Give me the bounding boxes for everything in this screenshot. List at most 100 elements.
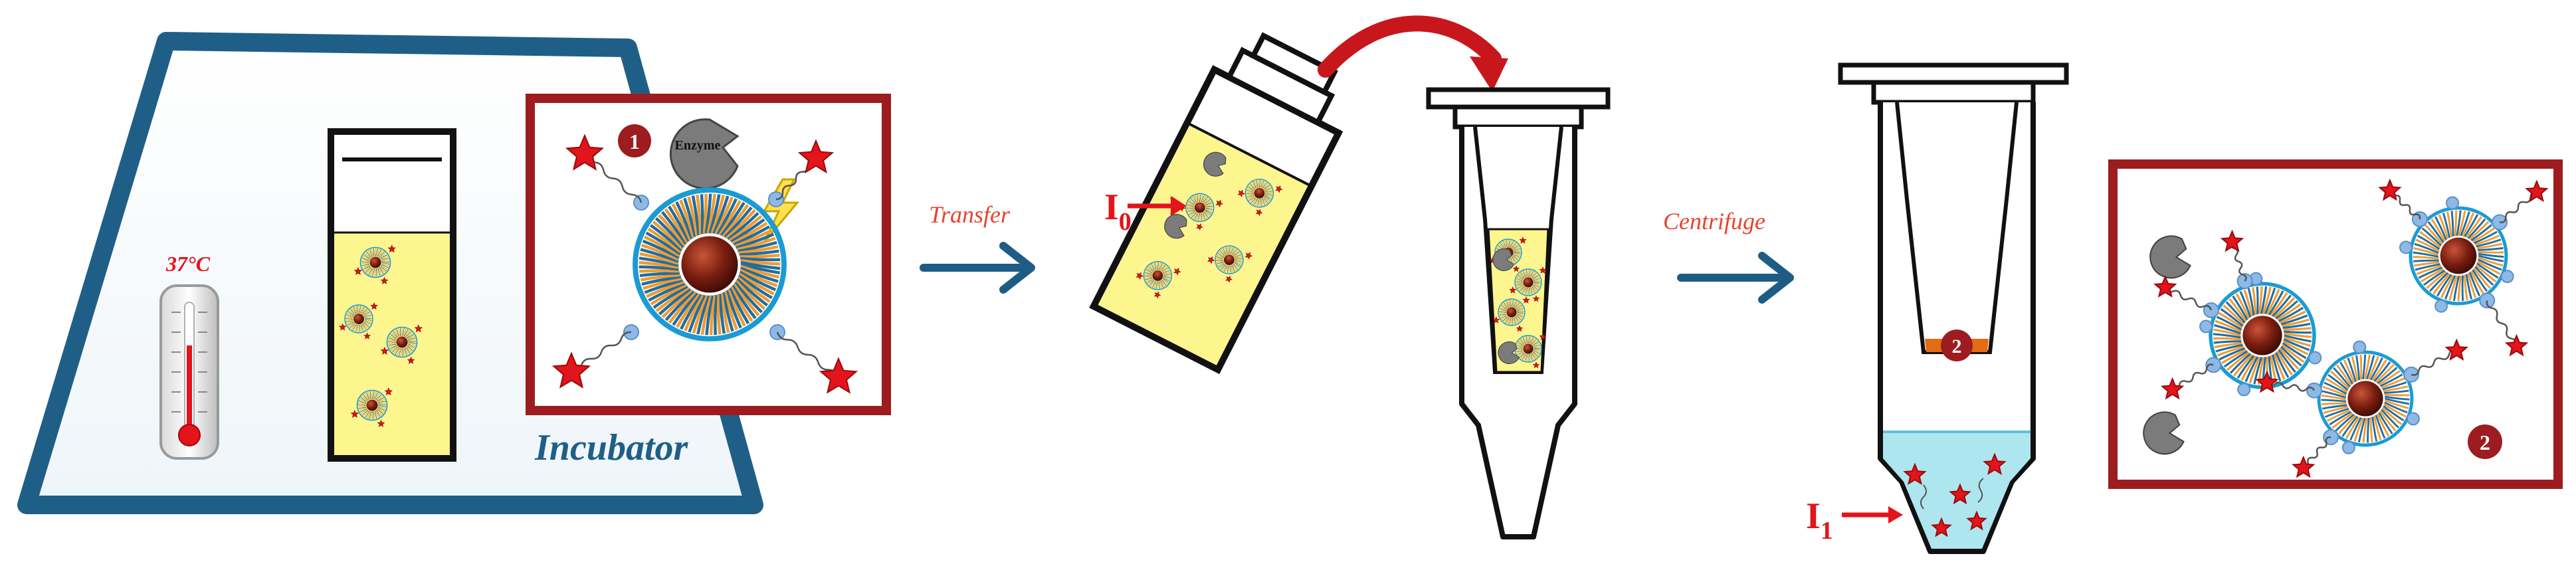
transfer-arrow [920, 242, 1035, 294]
star-icon [1931, 517, 1952, 537]
star-icon [387, 244, 396, 253]
temperature-label: 37°C [165, 252, 211, 276]
star-icon [2153, 275, 2177, 298]
star-icon [819, 357, 858, 394]
star-icon [1522, 296, 1530, 304]
nanoparticle-large [633, 187, 787, 341]
star-icon [2292, 455, 2316, 478]
inset-right: 2 [2108, 159, 2563, 489]
nanoparticle-small [353, 244, 396, 284]
nanoparticle-small [1177, 193, 1224, 231]
star-icon [1225, 275, 1233, 283]
star-icon [1215, 199, 1224, 208]
enzyme-icon [2149, 235, 2191, 279]
nanoparticle-small [350, 387, 393, 427]
centrifuge-label: Centrifuge [1663, 208, 1765, 235]
enzyme-icon [2143, 411, 2185, 455]
star-icon [2378, 178, 2402, 201]
star-icon [1237, 189, 1246, 198]
star-icon [1255, 209, 1263, 217]
star-icon [1207, 256, 1215, 264]
star-icon [1532, 361, 1540, 369]
enzyme-icon [1203, 151, 1227, 177]
enzyme-group [1164, 214, 1187, 239]
nanoparticle-small [1237, 179, 1283, 217]
i0-subscript: 0 [1119, 208, 1132, 236]
star-icon [1153, 291, 1161, 299]
star-icon [380, 346, 389, 355]
star-icon [551, 351, 591, 389]
star-icon [2255, 370, 2279, 393]
centrifuge-arrow [1677, 252, 1794, 304]
svg-text:I1: I1 [1806, 496, 1833, 545]
star-icon [1949, 483, 1971, 505]
step-badge-2-pellet [1941, 330, 1973, 361]
star-icon [338, 323, 347, 331]
star-icon [1532, 295, 1540, 302]
star-icon [2444, 338, 2468, 361]
star-icon [1983, 452, 2007, 476]
star-icon [1136, 272, 1144, 280]
tilted-tube [1089, 32, 1343, 375]
pour-arrow-head [1470, 56, 1508, 92]
star-icon [2220, 229, 2244, 252]
star-icon [370, 302, 378, 310]
centrifuge-tube-2: 2 [1838, 62, 2069, 554]
nanoparticle-small [1492, 296, 1530, 332]
pour-arrow [1318, 15, 1502, 78]
step-badge-2-pellet-text: 2 [1952, 335, 1962, 357]
step-badge-1-text: 1 [629, 130, 640, 153]
star-icon [2504, 333, 2529, 357]
nanoparticle-small [380, 324, 423, 364]
star-icon [1173, 268, 1181, 276]
star-icon [1492, 316, 1500, 324]
star-icon [1539, 333, 1547, 340]
thermometer: 37°C [159, 252, 219, 460]
nanoparticle-small [1207, 245, 1253, 283]
step-badge-2-text: 2 [2480, 430, 2490, 454]
star-icon [1512, 265, 1520, 272]
centrifuge-tube-1 [1426, 87, 1611, 539]
step-badge-2 [2468, 425, 2502, 459]
enzyme-group [1492, 248, 1515, 271]
enzyme-label: Enzyme [675, 138, 721, 153]
nanoparticle-small [338, 302, 378, 339]
enzyme-group [1203, 151, 1227, 177]
star-icon [377, 419, 385, 427]
star-icon [1539, 266, 1547, 274]
nanoparticle-small [1509, 266, 1547, 302]
enzyme-group [2143, 411, 2185, 455]
i0-label: I [1104, 187, 1119, 228]
incubator-label: Incubator [534, 427, 688, 468]
svg-text:I0: I0 [1104, 187, 1132, 236]
cuvette [328, 128, 456, 462]
cuvette-solution [334, 233, 450, 455]
star-icon [1244, 252, 1253, 260]
nanoparticle-small [1509, 333, 1547, 369]
star-icon [380, 276, 389, 284]
star-icon [1196, 223, 1203, 231]
star-icon [1509, 286, 1517, 294]
nanoparticle-cleaved [2307, 340, 2420, 454]
nanoparticle-cleaved [2399, 196, 2514, 313]
star-icon [1519, 237, 1527, 244]
star-icon [1966, 510, 1987, 531]
i1-label: I [1806, 496, 1821, 537]
i0-indicator: I0 [1104, 187, 1187, 236]
i1-subscript: 1 [1821, 517, 1833, 545]
enzyme-group [1498, 341, 1520, 364]
enzyme-icon [1164, 214, 1187, 239]
star-icon [407, 356, 415, 364]
star-icon [2160, 377, 2185, 400]
step-badge-1 [618, 124, 651, 157]
star-icon [1903, 462, 1927, 486]
star-icon [353, 266, 363, 275]
star-icon [384, 387, 393, 396]
star-icon [1275, 185, 1283, 193]
star-icon [350, 409, 359, 418]
enzyme-icon [1492, 248, 1515, 271]
star-icon [1516, 325, 1524, 332]
enzyme-group [2149, 235, 2191, 279]
inset-left: 1 Enzyme [526, 94, 891, 415]
